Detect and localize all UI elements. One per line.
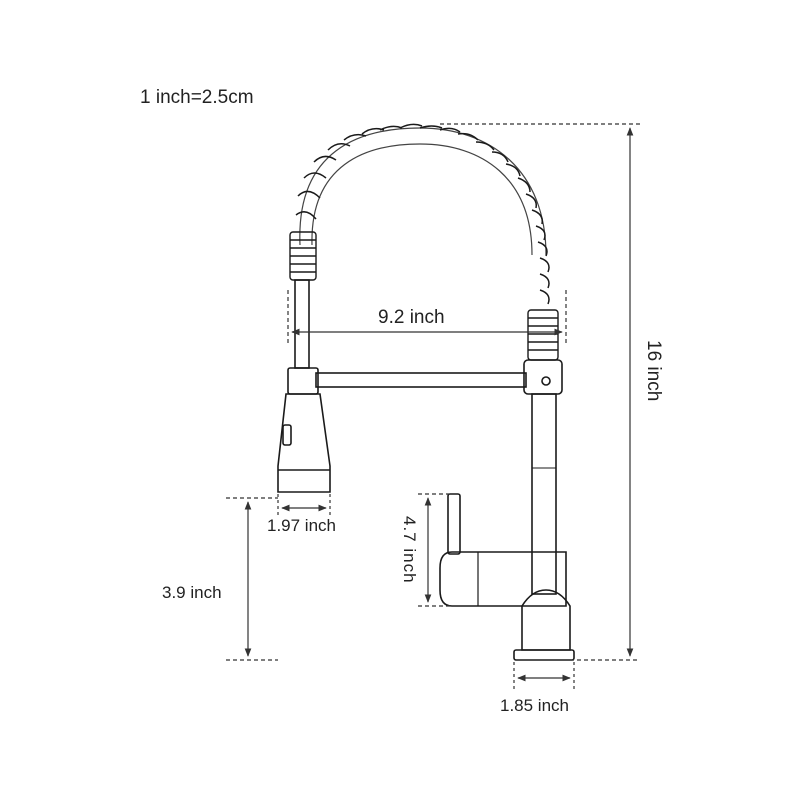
spring-coil-turns [295,123,550,305]
handle-height-label: 4.7 inch [400,516,419,584]
dimension-lines [226,123,640,690]
sprayer-hose-tube [294,279,310,369]
spring-coil-arch [299,127,547,256]
handle-body [439,551,567,607]
sprayer-width-label: 1.97 inch [267,516,336,535]
scale-note: 1 inch=2.5cm [140,87,254,108]
sprayer-holder-arm [315,372,527,388]
column-connector-rings [527,309,559,361]
spring-coil-inner [311,143,533,256]
base-diameter-label: 1.85 inch [500,696,569,715]
collar-screw-icon [541,376,551,386]
base-plate [513,649,575,661]
faucet-outline [277,123,575,661]
total-height-label: 16 inch [643,340,664,401]
sprayer-head [277,367,331,493]
handle-lever [447,493,461,555]
faucet-base [521,589,571,651]
spout-clearance-label: 3.9 inch [162,583,222,602]
main-column [531,393,557,595]
spout-reach-label: 9.2 inch [378,307,445,328]
holder-collar [523,359,563,395]
